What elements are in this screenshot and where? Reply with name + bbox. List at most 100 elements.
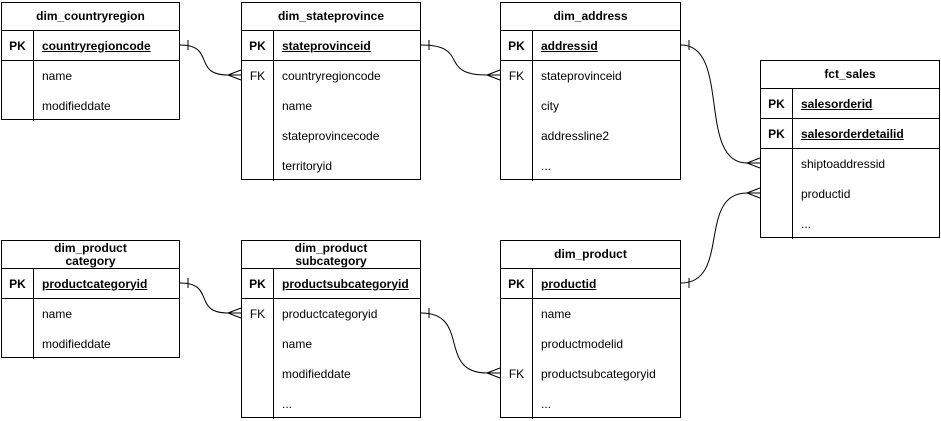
field-name: salesorderid <box>801 96 873 111</box>
table-row: modifieddate <box>242 359 420 389</box>
relationship-edge-dim_productsubcategory-to-dim_product <box>420 308 501 379</box>
field-name: ... <box>801 217 812 231</box>
edge-curve <box>420 312 488 374</box>
key-label-pk: PK <box>761 89 793 118</box>
key-label-empty <box>501 389 533 419</box>
key-label-empty <box>501 121 533 151</box>
table-row: ... <box>501 151 680 181</box>
field-name: salesorderdetailid <box>801 126 904 141</box>
key-label-empty <box>242 121 274 151</box>
table-row: PK addressid <box>501 31 680 61</box>
relationship-edge-dim_product-to-fct_sales <box>680 187 761 288</box>
cardinality-many-crowfoot <box>486 367 501 379</box>
field-name: productsubcategoryid <box>282 276 409 291</box>
field-name: modifieddate <box>282 367 351 381</box>
field-name: modifieddate <box>42 337 111 351</box>
field-name: ... <box>282 397 293 411</box>
key-label-empty <box>242 151 274 181</box>
relationship-edge-dim_stateprovince-to-dim_address <box>420 40 501 81</box>
field-name: addressline2 <box>541 129 610 143</box>
key-label-empty <box>2 329 34 359</box>
field-name: city <box>541 99 559 113</box>
table-row: PK salesorderid <box>761 89 939 119</box>
table-row: name <box>2 61 179 91</box>
field-name: territoryid <box>282 159 333 173</box>
field-name: countryregioncode <box>42 38 151 53</box>
table-row: PK stateprovinceid <box>242 31 420 61</box>
field-name: shiptoaddressid <box>801 157 886 171</box>
table-row: modifieddate <box>2 329 179 359</box>
key-label-pk: PK <box>242 269 274 298</box>
field-name: name <box>282 337 313 351</box>
key-label-empty <box>501 329 533 359</box>
edge-curve <box>680 192 748 284</box>
field-name: productid <box>801 187 851 201</box>
key-label-empty <box>761 209 793 239</box>
table-row: PK salesorderdetailid <box>761 119 939 149</box>
cardinality-many-crowfoot <box>746 187 761 199</box>
field-name: stateprovincecode <box>282 129 380 143</box>
table-row: name <box>501 299 680 329</box>
table-row: PK productsubcategoryid <box>242 269 420 299</box>
key-label-empty <box>242 329 274 359</box>
key-label-empty <box>242 389 274 419</box>
relationship-edge-dim_productcategory-to-dim_productsubcategory <box>179 278 242 319</box>
table-row: shiptoaddressid <box>761 149 939 179</box>
table-row: addressline2 <box>501 121 680 151</box>
key-label-pk: PK <box>761 119 793 148</box>
key-label-empty <box>2 91 34 121</box>
key-label-fk: FK <box>242 61 274 91</box>
table-row: productmodelid <box>501 329 680 359</box>
table-row: modifieddate <box>2 91 179 121</box>
field-name: ... <box>541 159 552 173</box>
table-row: territoryid <box>242 151 420 181</box>
relationship-edge-dim_countryregion-to-dim_stateprovince <box>179 40 242 81</box>
relationship-edge-dim_address-to-fct_sales <box>680 40 761 169</box>
field-name: productcategoryid <box>42 276 148 291</box>
table-title: dim_countryregion <box>2 3 179 31</box>
field-name: addressid <box>541 38 598 53</box>
field-name: productsubcategoryid <box>541 367 656 381</box>
edge-curve <box>680 44 748 164</box>
table-row: ... <box>761 209 939 239</box>
key-label-empty <box>242 91 274 121</box>
table-row: FK countryregioncode <box>242 61 420 91</box>
table-title: dim_stateprovince <box>242 3 420 31</box>
table-row: FK stateprovinceid <box>501 61 680 91</box>
table-title: dim_product <box>501 241 680 269</box>
field-name: stateprovinceid <box>282 38 371 53</box>
table-title: fct_sales <box>761 61 939 89</box>
field-name: modifieddate <box>42 99 111 113</box>
cardinality-many-crowfoot <box>746 157 761 169</box>
table-row: city <box>501 91 680 121</box>
field-name: name <box>282 99 313 113</box>
edge-curve <box>179 44 229 76</box>
field-name: name <box>42 307 73 321</box>
table-title: dim_address <box>501 3 680 31</box>
key-label-pk: PK <box>242 31 274 60</box>
table-row: ... <box>242 389 420 419</box>
key-label-fk: FK <box>501 61 533 91</box>
cardinality-many-crowfoot <box>227 69 242 81</box>
field-name: countryregioncode <box>282 69 381 83</box>
field-name: stateprovinceid <box>541 69 622 83</box>
field-name: name <box>42 69 73 83</box>
key-label-empty <box>2 61 34 91</box>
table-row: stateprovincecode <box>242 121 420 151</box>
table-row: name <box>242 329 420 359</box>
table-row: productid <box>761 179 939 209</box>
key-label-fk: FK <box>242 299 274 329</box>
key-label-pk: PK <box>501 31 533 60</box>
key-label-pk: PK <box>501 269 533 298</box>
